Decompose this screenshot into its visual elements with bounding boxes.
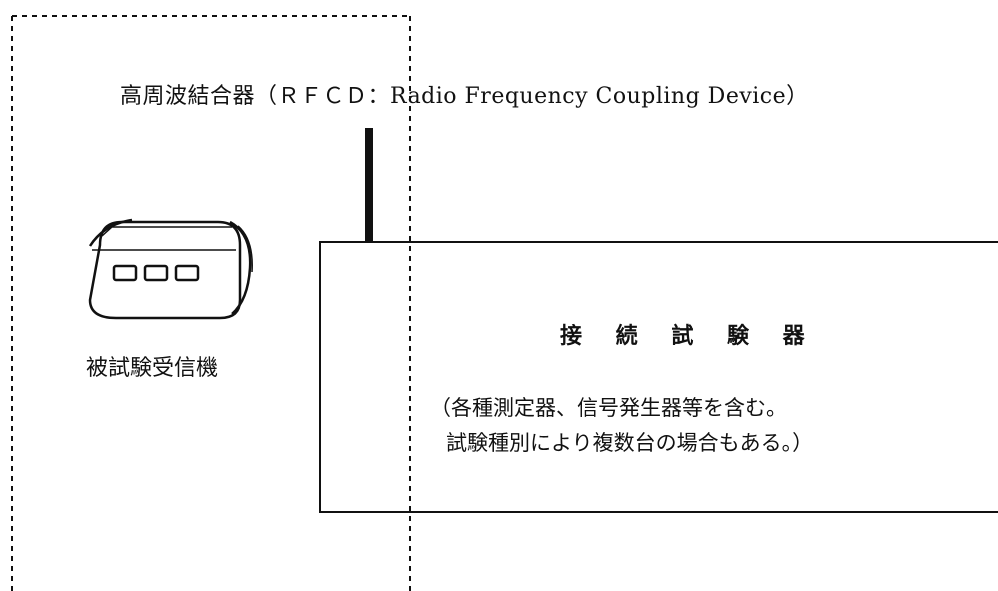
rfcd-dashed-enclosure: [11, 15, 411, 591]
tester-box: [319, 241, 998, 513]
rfcd-label: 高周波結合器（ＲＦＣＤ：Radio Frequency Coupling Dev…: [120, 84, 809, 109]
tester-note-line2: 試験種別により複数台の場合もある。）: [446, 431, 814, 455]
radio-receiver-icon: [88, 218, 253, 320]
receiver-label: 被試験受信機: [86, 356, 219, 381]
tester-title: 接 続 試 験 器: [560, 324, 818, 349]
tester-note-line1: （各種測定器、信号発生器等を含む。: [430, 396, 787, 420]
